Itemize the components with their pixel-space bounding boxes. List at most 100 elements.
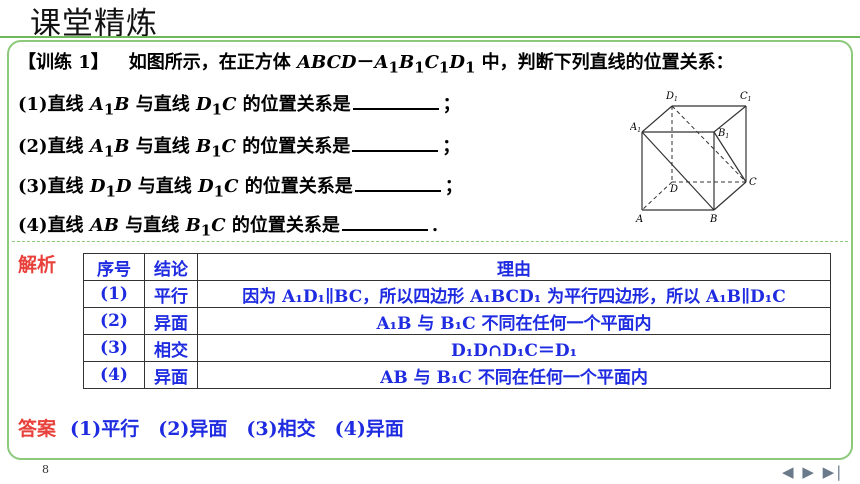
label-b: B [709, 214, 717, 225]
label-d: D [669, 184, 678, 195]
item-sub: 1 [211, 142, 222, 161]
item-var: B [114, 136, 130, 157]
label-d1: D1 [665, 91, 678, 103]
prompt-text-end: 中，判断下列直线的位置关系： [475, 52, 734, 73]
item-text: 直线 [47, 136, 90, 157]
cell-reason: A₁B 与 B₁C 不同在任何一个平面内 [197, 307, 831, 335]
item-var: B [114, 94, 130, 115]
item-text: 的位置关系是 [225, 215, 340, 236]
item-var: B [185, 215, 201, 236]
prompt-v: B [398, 52, 415, 73]
prompt-v: A [374, 52, 389, 73]
prompt-v: C [424, 52, 439, 73]
answer-blank[interactable] [354, 172, 441, 192]
cell-conclusion: 异面 [144, 307, 198, 335]
question-item: (3)直线 D1D 与直线 D1C 的位置关系是； [18, 172, 463, 201]
answer-label: 答案 [18, 418, 57, 440]
item-text: 与直线 [129, 94, 197, 115]
item-var: C [222, 94, 237, 115]
item-sub: 1 [105, 182, 116, 201]
item-var: B [196, 136, 212, 157]
item-text: 直线 [47, 94, 90, 115]
item-number: (3) [18, 176, 48, 197]
cell-conclusion: 平行 [144, 280, 198, 308]
question-tag: 【训练 1】 [18, 52, 109, 73]
item-var: D [89, 176, 106, 197]
label-c1: C1 [740, 91, 751, 103]
item-text: 的位置关系是 [236, 136, 351, 157]
cell-reason: AB 与 B₁C 不同在任何一个平面内 [197, 361, 831, 389]
answer-blank[interactable] [341, 211, 428, 231]
item-var: AB [89, 215, 120, 236]
last-slide-icon[interactable]: ▶| [822, 463, 844, 481]
item-sub: 1 [200, 221, 212, 240]
cell-no: (3) [83, 334, 145, 362]
table-header-row: 序号 结论 理由 [83, 253, 831, 281]
prompt-sub: 1 [438, 58, 450, 77]
item-text: 与直线 [129, 136, 197, 157]
header-conclusion: 结论 [144, 253, 198, 281]
item-text: 与直线 [119, 215, 186, 236]
prompt-sub: 1 [464, 58, 476, 77]
header-reason: 理由 [197, 253, 831, 281]
prompt-v: D [449, 52, 465, 73]
item-end: . [431, 215, 439, 236]
prompt-cube: ABCD [297, 52, 357, 73]
item-sub: 1 [103, 142, 115, 161]
item-var: C [221, 136, 236, 157]
question-item: (2)直线 A1B 与直线 B1C 的位置关系是； [18, 132, 460, 161]
question-item: (4)直线 AB 与直线 B1C 的位置关系是. [18, 211, 438, 240]
prompt-sub: 1 [414, 58, 425, 77]
answer-text: (1)平行 (2)异面 (3)相交 (4)异面 [70, 418, 404, 440]
label-b1: B1 [717, 128, 729, 140]
cell-conclusion: 相交 [144, 334, 198, 362]
item-text: 与直线 [131, 176, 199, 197]
prev-arrow-icon[interactable]: ◀ [782, 463, 796, 481]
item-number: (4) [18, 215, 48, 236]
item-text: 的位置关系是 [236, 94, 351, 115]
prompt-dash: － [356, 52, 375, 73]
label-a1: A1 [630, 122, 641, 134]
analysis-table: 序号 结论 理由 (1)平行因为 A₁D₁∥BC，所以四边形 A₁BCD₁ 为平… [83, 253, 831, 389]
item-end: ； [444, 176, 463, 197]
item-var: D [196, 94, 212, 115]
cell-reason: D₁D∩D₁C＝D₁ [197, 334, 831, 362]
title-underline [0, 36, 860, 38]
question-item: (1)直线 A1B 与直线 D1C 的位置关系是； [18, 90, 461, 119]
item-number: (1) [18, 94, 48, 115]
item-var: C [211, 215, 226, 236]
item-sub: 1 [213, 182, 225, 201]
section-divider [12, 241, 848, 242]
answer-line: 答案 (1)平行 (2)异面 (3)相交 (4)异面 [18, 414, 404, 441]
item-number: (2) [18, 136, 48, 157]
item-var: D [115, 176, 132, 197]
analysis-label: 解析 [18, 254, 57, 276]
cube-diagram: D1 C1 A1 B1 D C A B [630, 91, 757, 225]
item-end: ； [442, 136, 461, 157]
cell-conclusion: 异面 [144, 361, 198, 389]
item-text: 直线 [47, 176, 90, 197]
cell-no: (4) [83, 361, 145, 389]
item-var: D [198, 176, 214, 197]
item-var: A [89, 94, 104, 115]
cell-reason: 因为 A₁D₁∥BC，所以四边形 A₁BCD₁ 为平行四边形，所以 A₁B∥D₁… [197, 280, 831, 308]
item-sub: 1 [103, 100, 115, 119]
next-arrow-icon[interactable]: ▶ [802, 463, 816, 481]
question-prompt: 【训练 1】如图所示，在正方体 ABCD－A1B1C1D1 中，判断下列直线的位… [18, 48, 734, 77]
item-var: C [224, 176, 239, 197]
cell-no: (2) [83, 307, 145, 335]
page-number: 8 [42, 463, 49, 476]
table-row: (1)平行因为 A₁D₁∥BC，所以四边形 A₁BCD₁ 为平行四边形，所以 A… [83, 280, 831, 308]
item-text: 的位置关系是 [238, 176, 353, 197]
cell-no: (1) [83, 280, 145, 308]
answer-blank[interactable] [352, 132, 439, 152]
prompt-sub: 1 [388, 58, 399, 77]
content-frame [7, 40, 853, 460]
item-text: 直线 [47, 215, 90, 236]
slide-nav: ◀ ▶ ▶| [782, 463, 843, 481]
answer-blank[interactable] [352, 90, 439, 110]
item-sub: 1 [211, 100, 223, 119]
item-var: A [89, 136, 104, 157]
